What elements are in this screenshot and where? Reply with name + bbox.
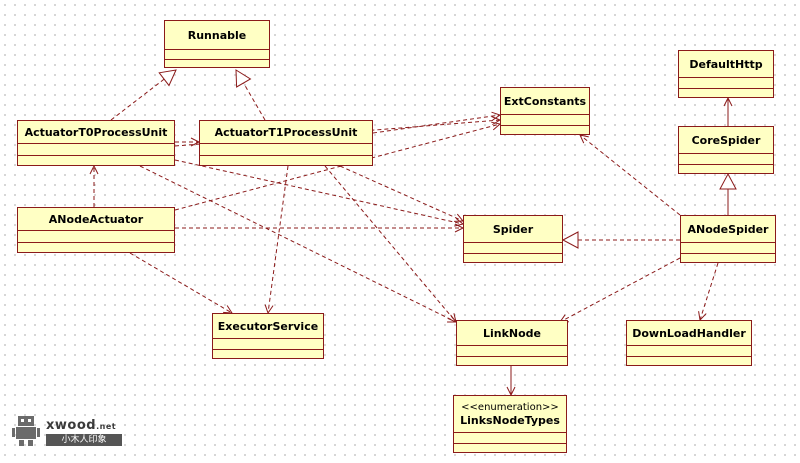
class-name: ActuatorT1ProcessUnit <box>214 125 358 139</box>
class-name: LinksNodeTypes <box>460 413 560 427</box>
hollow-triangle-arrowhead <box>719 172 737 190</box>
open-arrowhead <box>723 96 733 107</box>
relation-line-dependency <box>129 252 233 314</box>
open-arrowhead <box>579 134 589 144</box>
open-arrowhead <box>223 305 233 314</box>
class-link-node[interactable]: LinkNode <box>456 320 568 366</box>
attribute-compartment <box>501 115 589 126</box>
relation-line-dependency <box>559 257 681 323</box>
class-download-handler[interactable]: DownLoadHandler <box>626 320 752 366</box>
hollow-triangle-arrowhead <box>158 69 177 87</box>
class-name-compartment: ActuatorT0ProcessUnit <box>18 121 174 144</box>
class-name: DefaultHttp <box>689 57 763 71</box>
attribute-compartment <box>679 154 773 165</box>
class-name-compartment: DownLoadHandler <box>627 321 751 346</box>
class-links-node-types[interactable]: <<enumeration>>LinksNodeTypes <box>453 395 567 453</box>
hollow-triangle-arrowhead <box>561 231 579 249</box>
relation-line-dependency <box>324 165 457 323</box>
attribute-compartment <box>464 243 562 254</box>
class-default-http[interactable]: DefaultHttp <box>678 50 774 98</box>
hollow-triangle-arrowhead <box>235 69 252 88</box>
class-name-compartment: ANodeActuator <box>18 208 174 231</box>
relation-line-dependency <box>174 159 464 225</box>
class-name: ActuatorT0ProcessUnit <box>24 125 168 139</box>
class-runnable[interactable]: Runnable <box>164 20 270 68</box>
open-arrowhead <box>89 164 99 175</box>
class-name-compartment: ActuatorT1ProcessUnit <box>200 121 372 144</box>
watermark-subtitle: 小木人印象 <box>46 434 122 446</box>
relation-line-realization <box>110 78 165 121</box>
class-name-compartment: CoreSpider <box>679 127 773 154</box>
attribute-compartment <box>627 346 751 357</box>
class-actuator-t0[interactable]: ActuatorT0ProcessUnit <box>17 120 175 166</box>
class-name: DownLoadHandler <box>632 326 746 340</box>
robot-icon <box>12 416 40 446</box>
watermark-brand: xwood.net <box>46 418 117 433</box>
class-core-spider[interactable]: CoreSpider <box>678 126 774 174</box>
class-anode-actuator[interactable]: ANodeActuator <box>17 207 175 253</box>
class-name-compartment: DefaultHttp <box>679 51 773 78</box>
attribute-compartment <box>200 144 372 156</box>
class-anode-spider[interactable]: ANodeSpider <box>680 215 776 263</box>
class-actuator-t1[interactable]: ActuatorT1ProcessUnit <box>199 120 373 166</box>
class-name: ExtConstants <box>503 94 587 108</box>
class-name-compartment: Runnable <box>165 21 269 50</box>
relation-line-dependency <box>372 114 501 134</box>
relation-line-dependency <box>339 165 464 222</box>
class-name-compartment: ExecutorService <box>213 314 323 339</box>
class-executor-service[interactable]: ExecutorService <box>212 313 324 359</box>
relation-line-dependency <box>579 134 681 216</box>
class-stereotype: <<enumeration>> <box>461 401 559 413</box>
class-name-compartment: LinkNode <box>457 321 567 346</box>
class-name: ANodeSpider <box>687 222 769 236</box>
open-arrowhead <box>491 121 502 131</box>
relation-line-realization <box>243 82 266 121</box>
class-name-compartment: Spider <box>464 216 562 243</box>
class-name: Spider <box>492 222 534 236</box>
class-spider[interactable]: Spider <box>463 215 563 263</box>
class-name: LinkNode <box>482 326 542 340</box>
class-name-compartment: <<enumeration>>LinksNodeTypes <box>454 396 566 433</box>
attribute-compartment <box>454 433 566 444</box>
attribute-compartment <box>681 243 775 254</box>
class-name: CoreSpider <box>691 133 761 147</box>
class-ext-constants[interactable]: ExtConstants <box>500 87 590 135</box>
attribute-compartment <box>18 144 174 156</box>
attribute-compartment <box>213 339 323 350</box>
relation-line-dependency <box>267 165 289 314</box>
class-name: ANodeActuator <box>48 212 144 226</box>
watermark-logo: xwood.net 小木人印象 <box>10 412 122 448</box>
attribute-compartment <box>457 346 567 357</box>
class-name: Runnable <box>187 28 247 42</box>
class-name-compartment: ExtConstants <box>501 88 589 115</box>
attribute-compartment <box>165 50 269 60</box>
relation-line-dependency <box>699 262 719 321</box>
class-name-compartment: ANodeSpider <box>681 216 775 243</box>
attribute-compartment <box>679 78 773 89</box>
class-name: ExecutorService <box>217 319 319 333</box>
attribute-compartment <box>18 231 174 243</box>
relation-line-dependency <box>174 123 501 211</box>
relation-line-dependency <box>139 165 457 323</box>
